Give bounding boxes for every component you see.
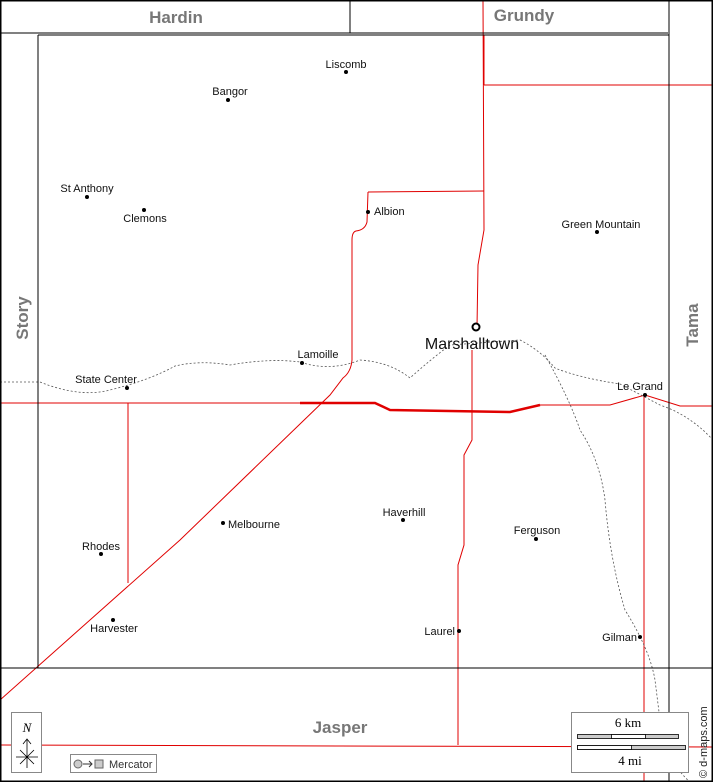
road [367, 190, 485, 193]
county-label-jasper: Jasper [313, 718, 368, 737]
city-label: Gilman [602, 632, 637, 644]
flat-map-icon [94, 759, 104, 769]
city-liscomb[interactable]: Liscomb [326, 59, 367, 74]
city-label: Le Grand [617, 381, 663, 393]
county-label-tama: Tama [683, 303, 702, 347]
compass-rose-icon [16, 738, 38, 768]
city-le-grand[interactable]: Le Grand [617, 381, 663, 397]
projection-label: Mercator [109, 759, 153, 771]
road [476, 0, 485, 328]
scale-mi-label: 4 mi [618, 753, 642, 768]
city-harvester[interactable]: Harvester [90, 618, 138, 635]
county-label-story: Story [13, 296, 32, 340]
city-dot-icon [534, 537, 538, 541]
city-label: Haverhill [383, 507, 426, 519]
city-ferguson[interactable]: Ferguson [514, 525, 560, 541]
city-label: Clemons [123, 213, 167, 225]
globe-icon [73, 759, 83, 769]
city-bangor[interactable]: Bangor [212, 86, 248, 102]
city-dot-icon [471, 322, 481, 332]
city-dot-icon [125, 386, 129, 390]
city-state-center[interactable]: State Center [75, 374, 137, 390]
city-clemons[interactable]: Clemons [123, 208, 167, 225]
highway [300, 401, 541, 414]
arrow-icon [83, 760, 93, 768]
city-lamoille[interactable]: Lamoille [298, 349, 339, 365]
city-gilman[interactable]: Gilman [602, 632, 642, 644]
city-label: Laurel [424, 626, 455, 638]
compass: N [11, 712, 42, 773]
city-label: Rhodes [82, 541, 120, 553]
city-label: Liscomb [326, 59, 367, 71]
city-dot-icon [401, 518, 405, 522]
city-label: Marshalltown [425, 336, 519, 353]
city-albion[interactable]: Albion [366, 206, 405, 218]
city-dot-icon [643, 393, 647, 397]
credit: © d-maps.com [698, 706, 710, 778]
railroad [0, 339, 713, 441]
city-green-mountain[interactable]: Green Mountain [562, 219, 641, 234]
city-label: State Center [75, 374, 137, 386]
scale-km-label: 6 km [615, 715, 641, 730]
city-dot-icon [111, 618, 115, 622]
projection-legend: Mercator [70, 754, 157, 773]
city-st-anthony[interactable]: St Anthony [60, 183, 114, 199]
city-dot-icon [142, 208, 146, 212]
city-dot-icon [85, 195, 89, 199]
city-dot-icon [457, 629, 461, 633]
city-label: Green Mountain [562, 219, 641, 231]
city-dot-icon [366, 210, 370, 214]
city-label: Melbourne [228, 519, 280, 531]
city-label: Bangor [212, 86, 248, 98]
city-label: Harvester [90, 623, 138, 635]
city-haverhill[interactable]: Haverhill [383, 507, 426, 522]
city-melbourne[interactable]: Melbourne [221, 519, 280, 531]
city-rhodes[interactable]: Rhodes [82, 541, 120, 556]
road [0, 191, 369, 701]
city-dot-icon [226, 98, 230, 102]
city-dot-icon [221, 521, 225, 525]
city-dot-icon [638, 635, 642, 639]
city-label: Albion [374, 206, 405, 218]
city-dot-icon [344, 70, 348, 74]
city-label: Lamoille [298, 349, 339, 361]
compass-label: N [22, 720, 33, 735]
city-laurel[interactable]: Laurel [424, 626, 461, 638]
city-dot-icon [300, 361, 304, 365]
road [457, 350, 473, 745]
city-dot-icon [99, 552, 103, 556]
city-label: St Anthony [60, 183, 114, 195]
county-label-grundy: Grundy [494, 6, 555, 25]
county-label-hardin: Hardin [149, 8, 203, 27]
city-marshalltown[interactable]: Marshalltown [425, 322, 519, 354]
city-label: Ferguson [514, 525, 560, 537]
city-dot-icon [595, 230, 599, 234]
scale-bar: 6 km 4 mi [571, 712, 689, 773]
